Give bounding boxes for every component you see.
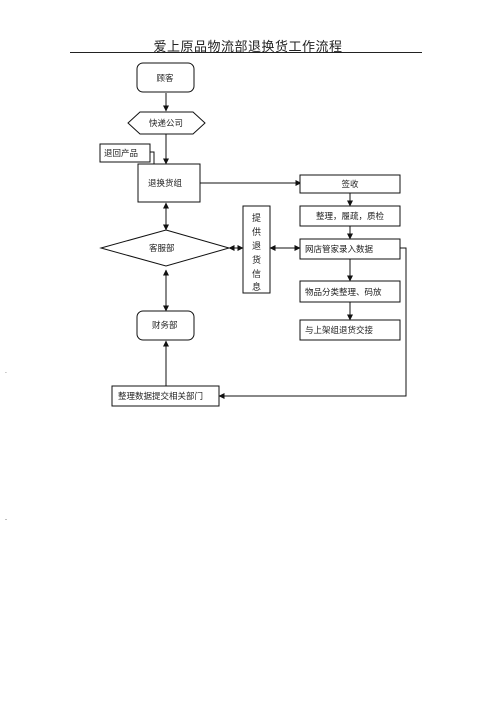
label-provide-info-4: 货 (252, 254, 261, 266)
node-sign (299, 174, 401, 194)
label-sign: 签收 (341, 179, 359, 190)
label-returned-product: 退回产品 (104, 148, 138, 159)
margin-mark-2: - (5, 516, 8, 523)
node-finance (136, 310, 195, 341)
label-classify: 物品分类整理、码放 (305, 287, 382, 298)
label-provide-info-5: 信 (252, 268, 261, 280)
node-courier (127, 111, 206, 135)
node-erp-entry (299, 238, 401, 260)
label-customer-service: 客服部 (149, 243, 175, 254)
node-customer-service (99, 229, 231, 267)
node-classify (299, 280, 401, 303)
label-customer: 顾客 (156, 73, 174, 84)
node-provide-info (242, 205, 271, 294)
node-returned-product (99, 143, 151, 163)
node-return-team (137, 163, 201, 203)
node-submit-data (111, 385, 220, 407)
label-provide-info-2: 供 (252, 226, 261, 238)
margin-mark-1: . (5, 368, 7, 375)
label-courier: 快递公司 (149, 118, 183, 129)
label-sort-inspect: 整理，履疏，质检 (316, 211, 385, 222)
label-handover: 与上架组退货交接 (305, 325, 374, 336)
label-finance: 财务部 (152, 320, 178, 331)
node-sort-inspect (299, 205, 401, 227)
label-provide-info-3: 退 (252, 241, 261, 252)
label-erp-entry: 网店管家录入数据 (305, 244, 374, 255)
label-provide-info-1: 提 (252, 213, 261, 224)
title-rule (70, 52, 422, 53)
label-provide-info-6: 息 (252, 281, 261, 293)
page-title: 爱上原品物流部退换货工作流程 (153, 40, 343, 55)
label-return-team: 退换货组 (148, 178, 183, 189)
node-handover (299, 319, 401, 341)
label-submit-data: 整理数据提交相关部门 (118, 391, 203, 402)
edge-erp-submit (218, 247, 407, 399)
node-customer (136, 62, 195, 93)
